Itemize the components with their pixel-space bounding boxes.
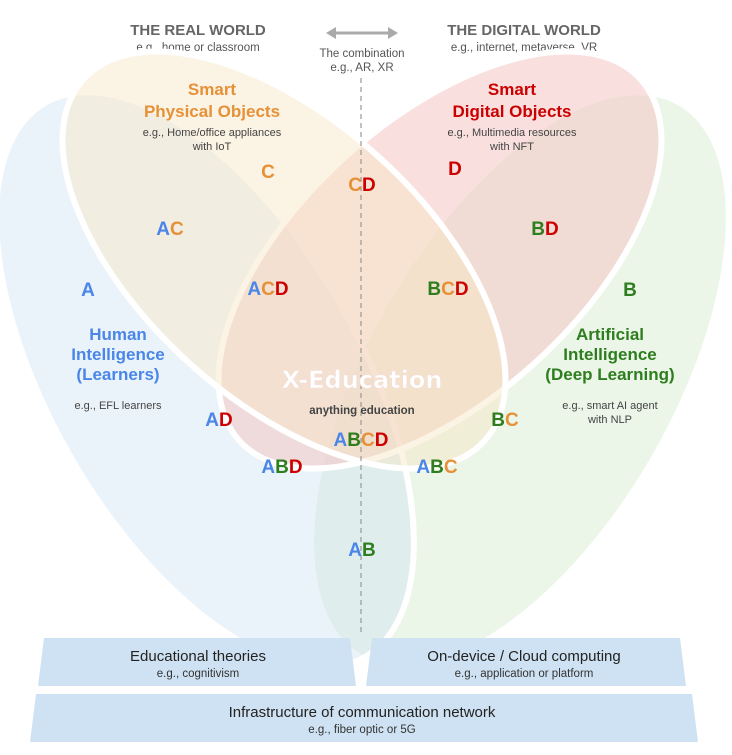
- region-letter-b: B: [430, 457, 444, 478]
- region-label-bcd: BCD: [427, 279, 468, 300]
- set-b-title-line-2: Intelligence: [563, 345, 657, 364]
- region-label-abcd: ABCD: [334, 430, 389, 451]
- region-letter-b: B: [362, 540, 376, 561]
- digital-world-title: THE DIGITAL WORLD: [447, 22, 601, 39]
- ellipse-d-digital: [215, 48, 665, 472]
- combination-example: e.g., AR, XR: [330, 62, 393, 74]
- set-c-example-line-2: with IoT: [192, 141, 232, 153]
- real-world-header: THE REAL WORLD e.g., home or classroom: [130, 22, 266, 54]
- center-label: X-Education anything education: [281, 366, 443, 417]
- ellipse-c-physical: [62, 51, 506, 469]
- region-label-ac: AC: [156, 219, 184, 240]
- set-b-letter: B: [623, 280, 637, 301]
- foundation-left-shape: [38, 638, 356, 686]
- set-d-example-line-2: with NFT: [489, 141, 534, 153]
- set-b-title-line-1: Artificial: [576, 325, 644, 344]
- region-label-abd: ABD: [261, 457, 302, 478]
- region-letter-c: C: [444, 457, 458, 478]
- region-letter-a: A: [348, 540, 362, 561]
- region-letter-b: B: [491, 410, 505, 431]
- set-b-example-line-2: with NLP: [587, 414, 632, 426]
- region-letter-a: A: [156, 219, 170, 240]
- set-d-label: Smart Digital Objects e.g., Multimedia r…: [448, 80, 577, 153]
- combination-header: The combination e.g., AR, XR: [319, 27, 405, 74]
- region-letter-d: D: [362, 175, 376, 196]
- set-d-title-line-1: Smart: [488, 80, 537, 99]
- region-letter-a: A: [416, 457, 430, 478]
- region-letter-b: B: [275, 457, 289, 478]
- region-letter-d: D: [275, 279, 289, 300]
- arrow-right-icon: [388, 27, 398, 39]
- venn-shapes: [0, 48, 729, 668]
- region-letter-a: A: [261, 457, 275, 478]
- region-letter-d: D: [289, 457, 303, 478]
- set-c-title-line-1: Smart: [188, 80, 237, 99]
- region-letter-d: D: [455, 279, 469, 300]
- set-a-title-line-3: (Learners): [76, 365, 159, 384]
- foundation-right-bar: On-device / Cloud computing e.g., applic…: [366, 638, 686, 686]
- set-a-title-line-1: Human: [89, 325, 147, 344]
- set-b-example-line-1: e.g., smart AI agent: [562, 400, 657, 412]
- foundation-left-title: Educational theories: [130, 648, 266, 665]
- region-letter-d: D: [219, 410, 233, 431]
- digital-world-header: THE DIGITAL WORLD e.g., internet, metave…: [447, 22, 601, 54]
- set-a-label: Human Intelligence (Learners) e.g., EFL …: [71, 325, 165, 412]
- region-letter-d: D: [545, 219, 559, 240]
- region-letter-b: B: [427, 279, 441, 300]
- foundation-bottom-title: Infrastructure of communication network: [229, 704, 496, 721]
- region-letter-c: C: [361, 430, 375, 451]
- region-letter-c: C: [170, 219, 184, 240]
- foundation-bottom-shape: [30, 694, 698, 742]
- set-b-title-line-3: (Deep Learning): [545, 365, 674, 384]
- region-letter-c: C: [348, 175, 362, 196]
- foundation-bottom-bar: Infrastructure of communication network …: [30, 694, 698, 742]
- region-label-cd: CD: [348, 175, 375, 196]
- center-title: X-Education: [282, 366, 443, 394]
- region-letter-c: C: [505, 410, 519, 431]
- foundation-bottom-example: e.g., fiber optic or 5G: [308, 724, 415, 736]
- set-c-label: Smart Physical Objects e.g., Home/office…: [143, 80, 282, 153]
- region-label-acd: ACD: [247, 279, 288, 300]
- foundation-right-example: e.g., application or platform: [455, 668, 594, 680]
- real-world-title: THE REAL WORLD: [130, 22, 266, 39]
- foundation-right-title: On-device / Cloud computing: [427, 648, 620, 665]
- region-letter-c: C: [261, 279, 275, 300]
- region-letter-a: A: [334, 430, 348, 451]
- set-a-letter: A: [81, 280, 95, 301]
- center-subtitle: anything education: [309, 405, 414, 417]
- foundation-left-example: e.g., cognitivism: [157, 668, 239, 680]
- arrow-left-icon: [326, 27, 336, 39]
- region-letter-c: C: [441, 279, 455, 300]
- set-a-title-line-2: Intelligence: [71, 345, 165, 364]
- region-label-ab: AB: [348, 540, 375, 561]
- region-labels: AC CD BD ACD BCD AD BC ABCD ABD ABC AB: [156, 175, 558, 561]
- region-label-ad: AD: [205, 410, 232, 431]
- region-letter-b: B: [531, 219, 545, 240]
- region-letter-b: B: [347, 430, 361, 451]
- set-d-letter: D: [448, 159, 462, 180]
- set-a-example-line-1: e.g., EFL learners: [74, 400, 162, 412]
- region-letter-a: A: [247, 279, 261, 300]
- set-c-letter: C: [261, 162, 275, 183]
- region-letter-d: D: [375, 430, 389, 451]
- region-label-bd: BD: [531, 219, 558, 240]
- set-d-title-line-2: Digital Objects: [452, 102, 571, 121]
- set-c-title-line-2: Physical Objects: [144, 102, 280, 121]
- region-letter-a: A: [205, 410, 219, 431]
- foundation-right-shape: [366, 638, 686, 686]
- region-label-abc: ABC: [416, 457, 457, 478]
- set-b-label: Artificial Intelligence (Deep Learning) …: [545, 325, 674, 426]
- set-c-example-line-1: e.g., Home/office appliances: [143, 127, 282, 139]
- set-d-example-line-1: e.g., Multimedia resources: [448, 127, 577, 139]
- region-label-bc: BC: [491, 410, 519, 431]
- combination-title: The combination: [319, 48, 404, 60]
- foundation-left-bar: Educational theories e.g., cognitivism: [38, 638, 356, 686]
